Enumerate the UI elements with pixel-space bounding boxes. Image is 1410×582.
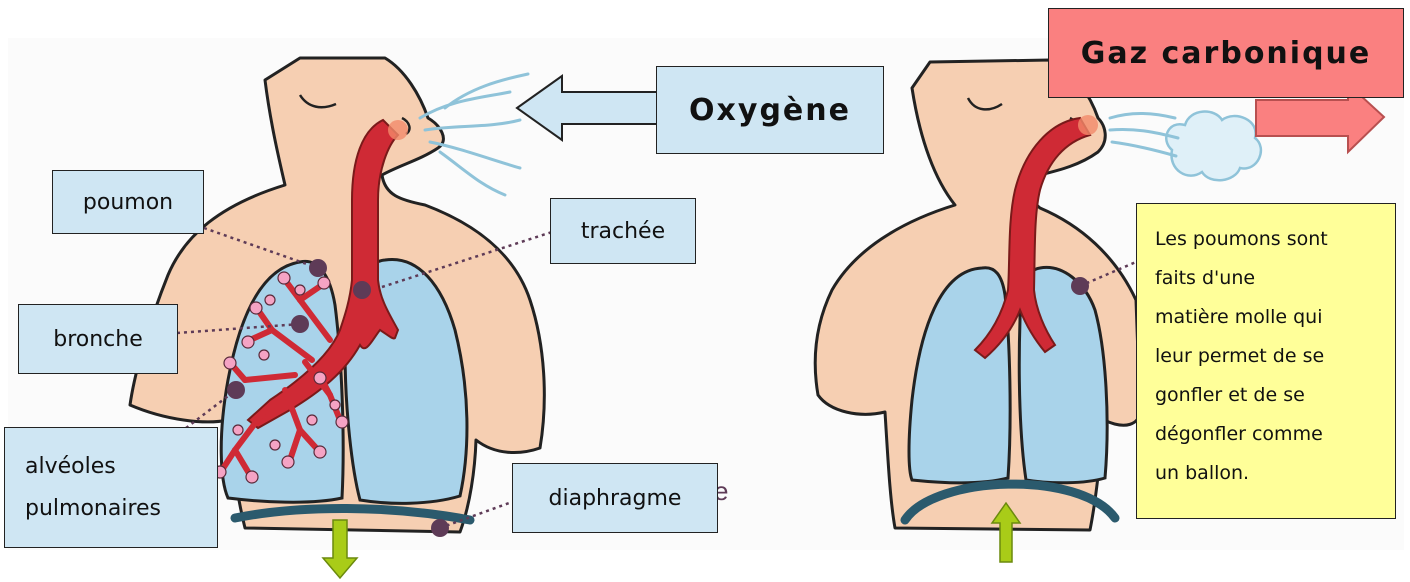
note-line: leur permet de se xyxy=(1155,337,1385,376)
diaphragme-label: diaphragme xyxy=(512,463,718,533)
alveoles-label: alvéoles pulmonaires xyxy=(4,427,218,548)
note-line: gonfler et de se xyxy=(1155,376,1385,415)
co2-label: Gaz carbonique xyxy=(1048,8,1404,98)
note-line: un ballon. xyxy=(1155,454,1385,493)
right-airway-glow xyxy=(1078,115,1098,135)
bronche-label: bronche xyxy=(18,304,178,374)
note-line: matière molle qui xyxy=(1155,298,1385,337)
poumon-label: poumon xyxy=(52,170,204,234)
note-dot xyxy=(1071,277,1089,295)
lungs-note: Les poumons sont faits d'une matière mol… xyxy=(1136,203,1396,519)
trachee-label: trachée xyxy=(550,198,696,264)
note-line: dégonfler comme xyxy=(1155,415,1385,454)
left-airway-glow xyxy=(388,120,408,140)
oxygen-label: Oxygène xyxy=(656,66,884,154)
note-line: faits d'une xyxy=(1155,259,1385,298)
alveoles-line-2: pulmonaires xyxy=(25,488,161,530)
note-line: Les poumons sont xyxy=(1155,220,1385,259)
alveoles-line-1: alvéoles xyxy=(25,446,116,488)
